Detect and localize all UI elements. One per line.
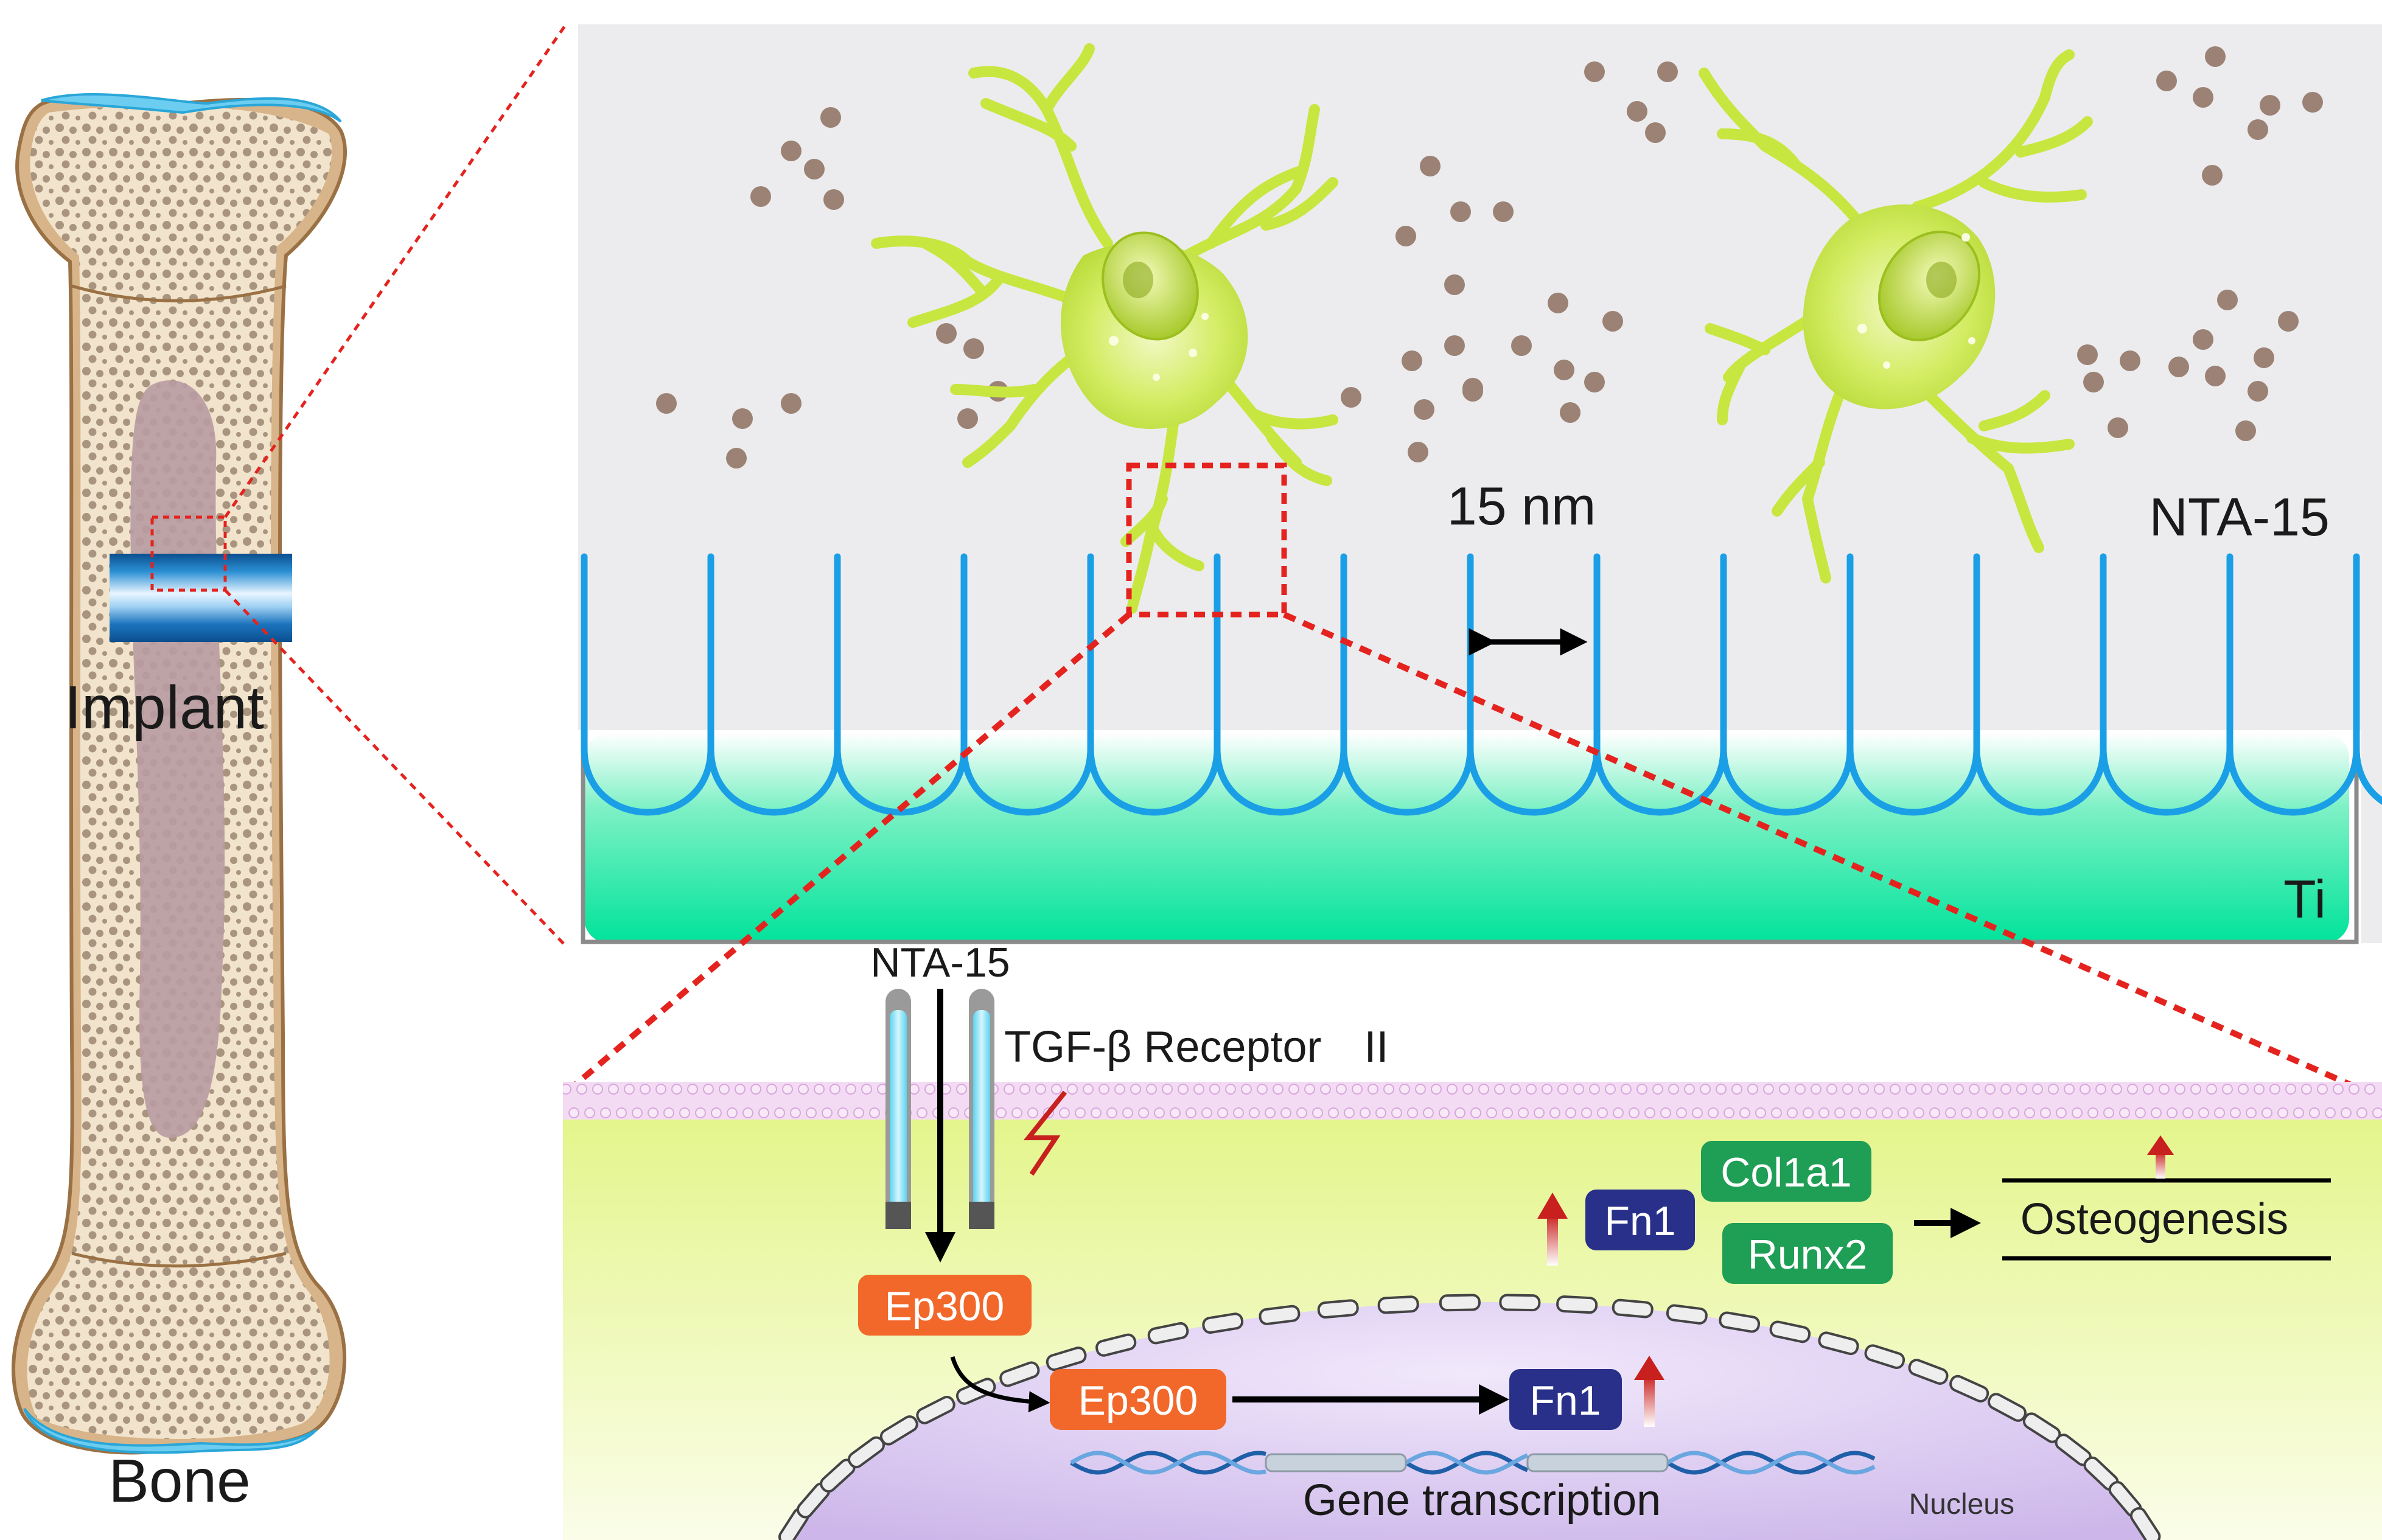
- implant-label: Implant: [65, 674, 264, 742]
- nuclear-envelope: [778, 1294, 2161, 1540]
- bone-label: Bone: [108, 1447, 251, 1515]
- implant-rod: [110, 554, 292, 642]
- dna-strand: [1070, 1451, 1876, 1475]
- nanotube-array: [581, 553, 2382, 816]
- fn1-nuclear-up-arrow-icon: [1634, 1356, 1664, 1427]
- osteogenesis-label: Osteogenesis: [2021, 1195, 2288, 1244]
- tgf-beta-receptor: [885, 989, 994, 1229]
- ti-substrate: [584, 733, 2349, 943]
- surface-zoom-box: [1126, 462, 1287, 618]
- activation-bolt-icon: [1023, 1090, 1067, 1176]
- nucleus-label: Nucleus: [1909, 1488, 2014, 1521]
- pathway-nanotube-label: NTA-15: [870, 939, 1010, 986]
- zoom-line-bottom: [224, 589, 567, 947]
- osteogenesis-up-arrow-icon: [2147, 1135, 2174, 1179]
- col1a1-label: Col1a1: [1720, 1149, 1852, 1196]
- cell-membrane: [563, 1082, 2382, 1120]
- osteoblast-cell-left: [871, 43, 1338, 614]
- fn1-up-arrow-icon: [1537, 1193, 1568, 1266]
- ep300-nuclear-box: Ep300: [1050, 1369, 1226, 1430]
- nanotube-surface-panel: 15 nm NTA-15 Ti: [578, 24, 2382, 944]
- fn1-nuclear-box: Fn1: [1509, 1369, 1622, 1430]
- fn1-nuclear-label: Fn1: [1529, 1378, 1601, 1424]
- spacing-label: 15 nm: [1447, 476, 1596, 536]
- nuclear-import-arrow: [950, 1356, 1050, 1413]
- implant-zoom-box: [150, 515, 227, 592]
- signaling-pathway-panel: Nucleus Gene transcription: [563, 1082, 2382, 1540]
- particle-cloud: [656, 46, 2323, 469]
- nanotube-label: NTA-15: [2149, 487, 2330, 547]
- ep300-label: Ep300: [885, 1283, 1005, 1329]
- zoom-line-top: [223, 23, 568, 518]
- col1a1-box: Col1a1: [1701, 1141, 1871, 1202]
- ep300-nuclear-label: Ep300: [1078, 1378, 1198, 1424]
- runx2-label: Runx2: [1748, 1232, 1868, 1278]
- osteogenesis-outcome: Osteogenesis: [2002, 1135, 2331, 1261]
- runx2-box: Runx2: [1722, 1223, 1893, 1284]
- marrow-cavity: [130, 380, 225, 1138]
- pathway-zoom-line-right: [1282, 611, 2369, 1095]
- osteoblast-cell-right: [1699, 49, 2093, 584]
- ti-label: Ti: [2283, 869, 2326, 929]
- nucleus: [785, 1302, 2154, 1540]
- gene-transcription-label: Gene transcription: [1303, 1476, 1661, 1525]
- fn1-box: Fn1: [1585, 1190, 1695, 1250]
- ep300-cytoplasmic-box: Ep300: [858, 1275, 1032, 1336]
- fn1-label: Fn1: [1604, 1198, 1675, 1244]
- bone-illustration: Implant Bone: [12, 93, 347, 1515]
